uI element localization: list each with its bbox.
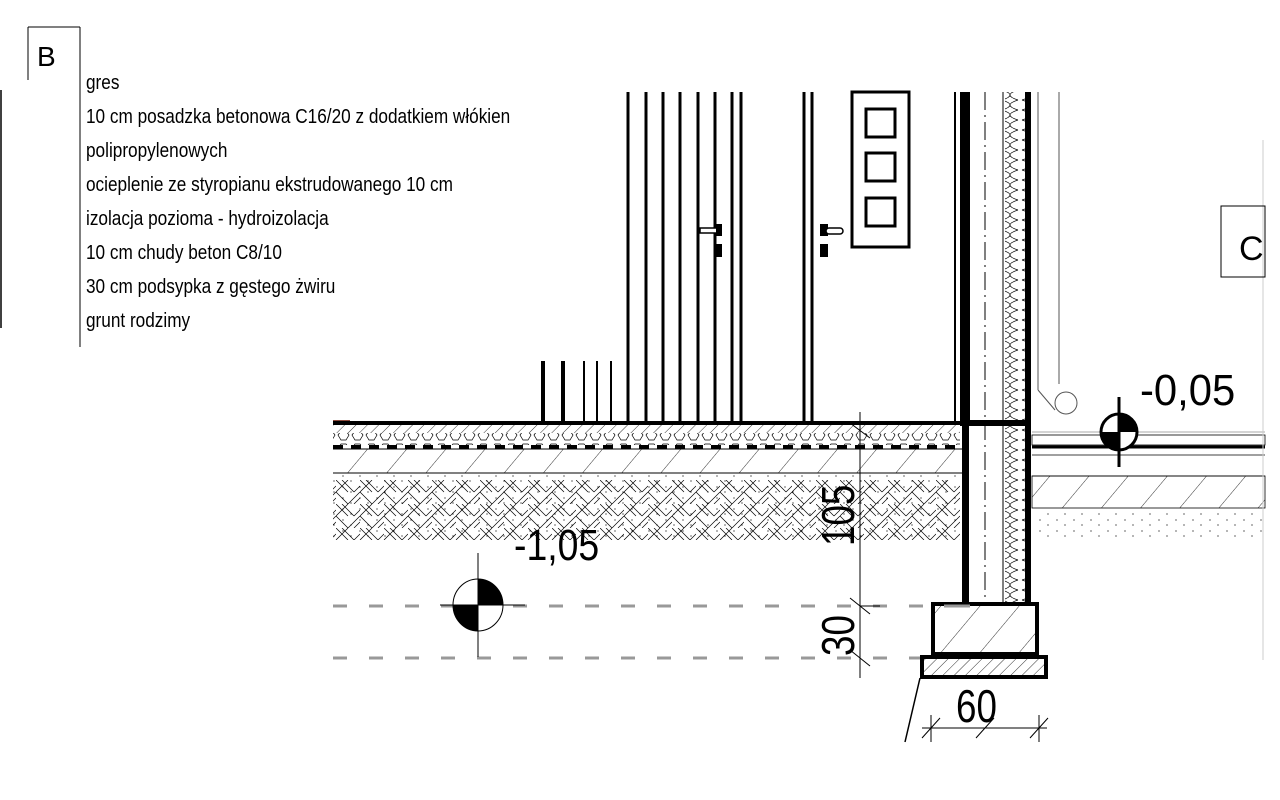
floor-layers [333,420,962,540]
section-marker-b: B [37,41,56,72]
legend-line: izolacja pozioma - hydroizolacja [86,207,329,230]
legend-line: 30 cm podsypka z gęstego żwiru [86,275,335,298]
legend-line: ocieplenie ze styropianu ekstrudowanego … [86,173,453,196]
dimension-105: 105 [812,485,864,546]
elevation-marker-icon [1099,397,1139,467]
dimension-30: 30 [812,615,864,656]
elevation-marker-icon [440,553,525,657]
downpipe [1037,92,1078,415]
door-elevation [626,90,911,422]
dimension-60: 60 [956,680,997,732]
footing [904,602,1048,743]
legend-line: 10 cm posadzka betonowa C16/20 z dodatki… [86,105,510,128]
layers-legend: gres 10 cm posadzka betonowa C16/20 z do… [86,71,510,332]
legend-line: gres [86,71,119,94]
legend-line: 10 cm chudy beton C8/10 [86,241,282,264]
exterior-ground [1031,140,1266,660]
wall-section [954,92,1031,603]
section-marker-c: C [1239,230,1264,268]
dimension-lines [849,412,1049,742]
door-handle-icon [699,224,844,257]
level-lines [333,604,930,660]
legend-frame [0,26,81,347]
legend-line: polipropylenowych [86,139,227,162]
legend-line: grunt rodzimy [86,309,191,332]
elevation-label-bottom: -1,05 [514,520,599,570]
posts [541,361,612,424]
section-marker-c-frame [1220,205,1266,278]
elevation-label-outside: -0,05 [1140,366,1235,415]
